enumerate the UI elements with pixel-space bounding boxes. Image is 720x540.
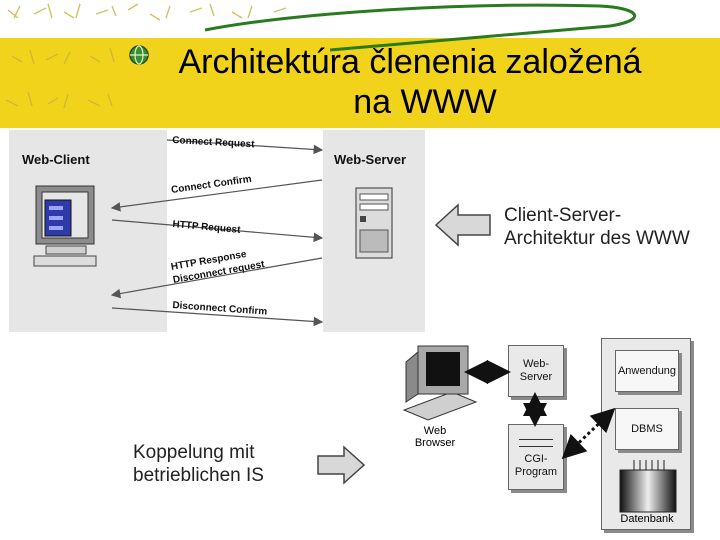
callout-client-server: Client-Server- Architektur des WWW [504,204,690,250]
http-request-arrow [111,219,324,243]
web-server-label: Web-Server [334,152,407,167]
title-line-2: na WWW [353,83,497,121]
browser-line-1: Web [423,425,447,437]
web-server-box: Web- Server [508,345,564,397]
callout-koppelung: Koppelung mit betrieblichen IS [133,441,264,487]
callout-top-line-2: Architektur des WWW [504,228,690,249]
right-block-arrow-icon [317,445,366,485]
callout-bottom-line-2: betrieblichen IS [133,465,264,486]
http-response-arrow [110,257,323,299]
browser-line-2: Browser [414,437,456,449]
cgi-box-line-1: CGI- [524,453,548,465]
connect-confirm-arrow [110,179,323,212]
cgi-box-line-2: Program [514,466,558,478]
web-server-box-line-2: Server [519,371,553,383]
database-cylinder-icon [619,460,677,513]
cgi-program-box: CGI- Program [508,424,564,490]
slide-title: Architektúra členenia založená na WWW [130,42,690,122]
client-computer-icon [33,185,97,267]
anwendung-box: Anwendung [615,350,679,392]
globe-bullet-icon [128,44,150,71]
web-client-label: Web-Client [22,152,90,167]
green-swoosh [204,3,636,52]
datenbank-label: Datenbank [620,513,674,525]
title-line-1: Architektúra členenia založená [178,43,642,81]
dbms-box: DBMS [615,408,679,450]
disconnect-confirm-arrow [111,307,324,327]
web-server-box-line-1: Web- [522,358,550,370]
callout-top-line-1: Client-Server- [504,205,622,226]
left-block-arrow-icon [434,203,491,247]
connect-request-arrow [166,139,324,155]
title-band [0,38,720,128]
callout-bottom-line-1: Koppelung mit [133,442,255,463]
header-decoration [5,3,636,109]
server-tower-icon [355,187,393,259]
browser-computer-icon [402,345,478,421]
cgi-doc-lines [519,439,553,447]
web-browser-label: Web Browser [410,425,460,449]
cgi-backend-connector [561,407,616,460]
